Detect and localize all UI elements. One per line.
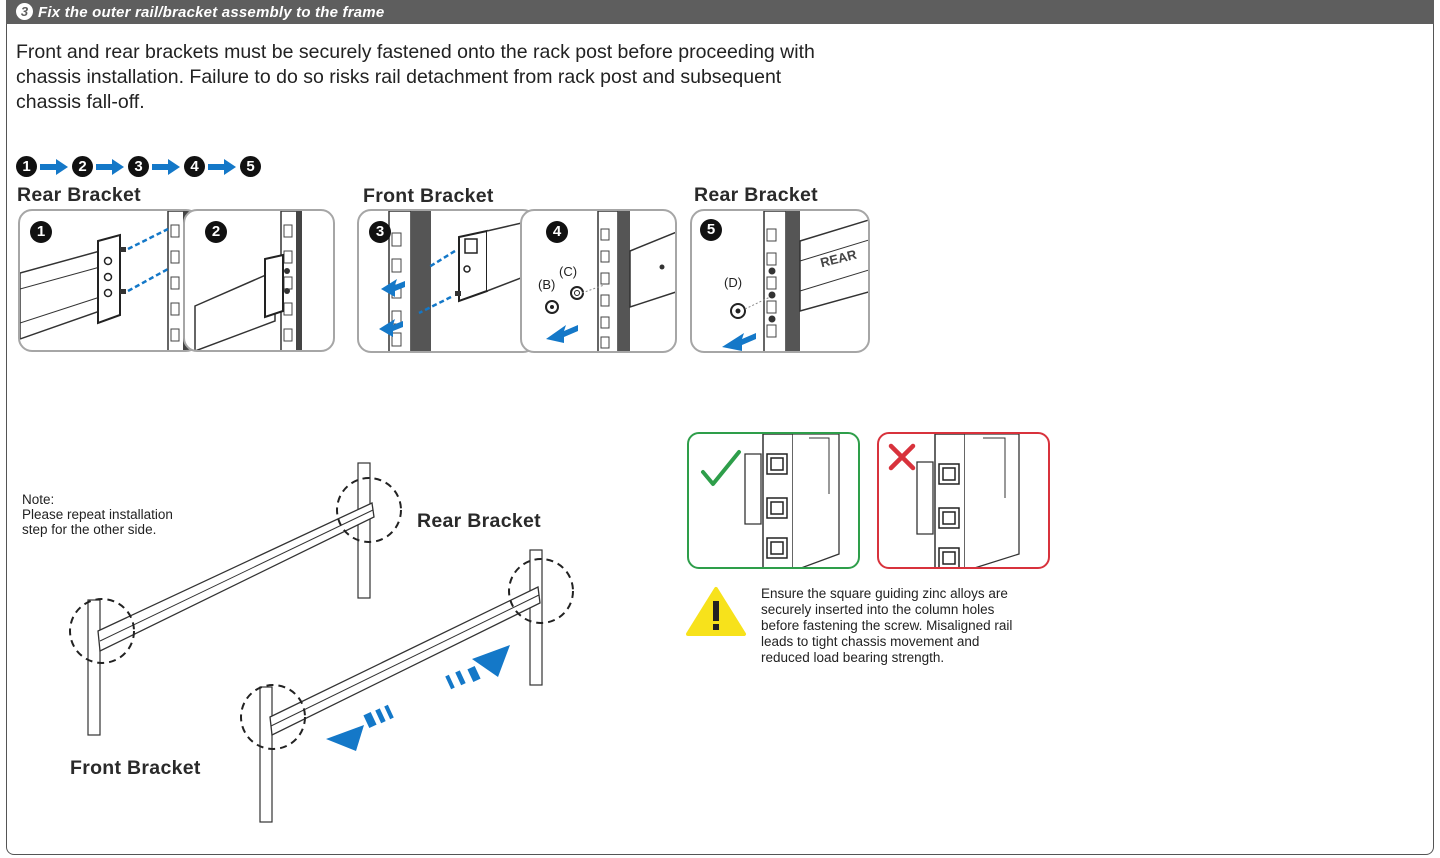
overview-front-bracket-label: Front Bracket	[70, 757, 201, 779]
section-header: 3 Fix the outer rail/bracket assembly to…	[6, 0, 1434, 24]
arrow-right-icon	[40, 159, 68, 175]
section-title: Fix the outer rail/bracket assembly to t…	[38, 4, 385, 21]
front-bracket-label: Front Bracket	[363, 185, 494, 207]
step-1-panel: 1	[18, 209, 200, 352]
arrow-right-icon	[152, 159, 180, 175]
correct-alignment-illustration	[744, 434, 840, 567]
panel-number-3: 3	[369, 221, 391, 243]
step-5-panel: 5 REAR (D)	[690, 209, 870, 353]
step-4-panel: 4 (B) (C)	[520, 209, 677, 353]
panel-number-5: 5	[700, 219, 722, 241]
sequence-step-5: 5	[240, 156, 261, 177]
arrow-right-icon	[208, 159, 236, 175]
intro-paragraph: Front and rear brackets must be securely…	[16, 41, 815, 113]
rail-overview-illustration	[69, 462, 574, 823]
step-2-panel: 2	[183, 209, 335, 352]
incorrect-example-box	[877, 432, 1050, 569]
warning-triangle-icon	[686, 587, 746, 636]
note-line-1: Please repeat installation	[22, 507, 173, 522]
screw-label-d: (D)	[724, 275, 743, 290]
panel-number-1: 1	[30, 221, 52, 243]
cross-mark-icon	[888, 443, 916, 471]
warning-text: Ensure the square guiding zinc alloys ar…	[761, 586, 1013, 665]
step-number-badge: 3	[16, 3, 33, 20]
rear-bracket-label: Rear Bracket	[17, 184, 141, 206]
rail-bracket-illustration	[722, 211, 868, 351]
overview-rear-bracket-label: Rear Bracket	[417, 510, 541, 532]
sequence-step-4: 4	[184, 156, 205, 177]
note-line-2: step for the other side.	[22, 522, 157, 537]
installation-note: Note: Please repeat installation step fo…	[22, 492, 173, 537]
rail-bracket-illustration	[545, 211, 675, 351]
panel-number-4: 4	[546, 221, 568, 243]
check-mark-icon	[701, 450, 741, 486]
sequence-step-1: 1	[16, 156, 37, 177]
sequence-step-2: 2	[72, 156, 93, 177]
panel-number-2: 2	[205, 221, 227, 243]
note-heading: Note:	[22, 492, 55, 507]
step-3-panel: 3	[357, 209, 537, 353]
rail-bracket-illustration	[194, 211, 302, 350]
sequence-step-3: 3	[128, 156, 149, 177]
page-frame	[6, 0, 1434, 855]
screw-label-b: (B)	[538, 277, 556, 292]
rear-bracket-label-right: Rear Bracket	[694, 184, 818, 206]
correct-example-box	[687, 432, 860, 569]
misaligned-illustration	[916, 434, 1020, 567]
arrow-right-icon	[96, 159, 124, 175]
washer-label-c: (C)	[559, 264, 578, 279]
